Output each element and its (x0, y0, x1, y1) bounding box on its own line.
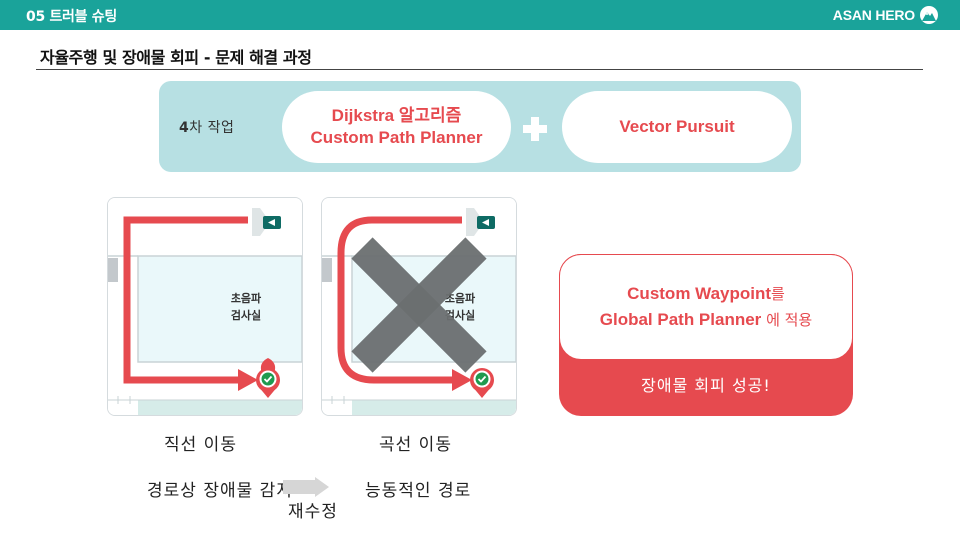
mountain-logo-icon (920, 6, 938, 24)
step-number: 4 (179, 120, 190, 136)
caption-bottom-mid: 재수정 (288, 502, 338, 522)
map-curve: 초음파 검사실 (321, 197, 517, 416)
room-label-line2: 검사실 (230, 309, 262, 322)
algorithm-pill: Dijkstra 알고리즘 Custom Path Planner (282, 91, 511, 163)
result-success: 장애물 회피 성공! (641, 376, 771, 395)
room-label-line1: 초음파 (444, 292, 476, 305)
page-title: 자율주행 및 장애물 회피 - 문제 해결 과정 (40, 48, 312, 67)
result-description: Custom Waypoint를 Global Path Planner 에 적… (559, 254, 853, 360)
arrow-right-icon (283, 477, 329, 497)
map-straight: 초음파 검사실 (107, 197, 303, 416)
caption-bottom-right: 능동적인 경로 (365, 481, 472, 501)
brand-name: ASAN HERO (832, 7, 915, 23)
map-straight-drawing (108, 198, 302, 415)
plus-icon (523, 117, 547, 141)
caption-curve: 곡선 이동 (379, 435, 452, 455)
cross-mark-icon (351, 237, 487, 373)
result-card: Custom Waypoint를 Global Path Planner 에 적… (559, 254, 853, 416)
title-divider (36, 69, 923, 70)
algorithm-line1: Dijkstra 알고리즘 (331, 106, 462, 125)
result-line2-thin: 에 적용 (761, 311, 813, 329)
step-label: 4차 작업 (179, 117, 234, 137)
pursuit-label: Vector Pursuit (619, 117, 735, 136)
result-line1-bold: Custom Waypoint (627, 284, 772, 303)
top-bar: 05 트러블 슈팅 ASAN HERO (0, 0, 960, 30)
result-line1-thin: 를 (771, 285, 785, 303)
brand: ASAN HERO (833, 6, 938, 24)
section-label: 05 트러블 슈팅 (26, 9, 117, 25)
result-line2-bold: Global Path Planner (599, 310, 762, 329)
step-text: 차 작업 (189, 120, 235, 136)
algorithm-line2: Custom Path Planner (310, 128, 483, 147)
caption-straight: 직선 이동 (164, 435, 237, 455)
room-label: 초음파 검사실 (216, 290, 276, 324)
pursuit-pill: Vector Pursuit (562, 91, 792, 163)
result-line2: Global Path Planner 에 적용 (600, 307, 812, 333)
room-label-line1: 초음파 (230, 292, 262, 305)
result-line1: Custom Waypoint를 (627, 281, 785, 307)
process-panel: 4차 작업 Dijkstra 알고리즘 Custom Path Planner … (159, 81, 801, 172)
caption-bottom-left: 경로상 장애물 감지 (147, 481, 293, 501)
